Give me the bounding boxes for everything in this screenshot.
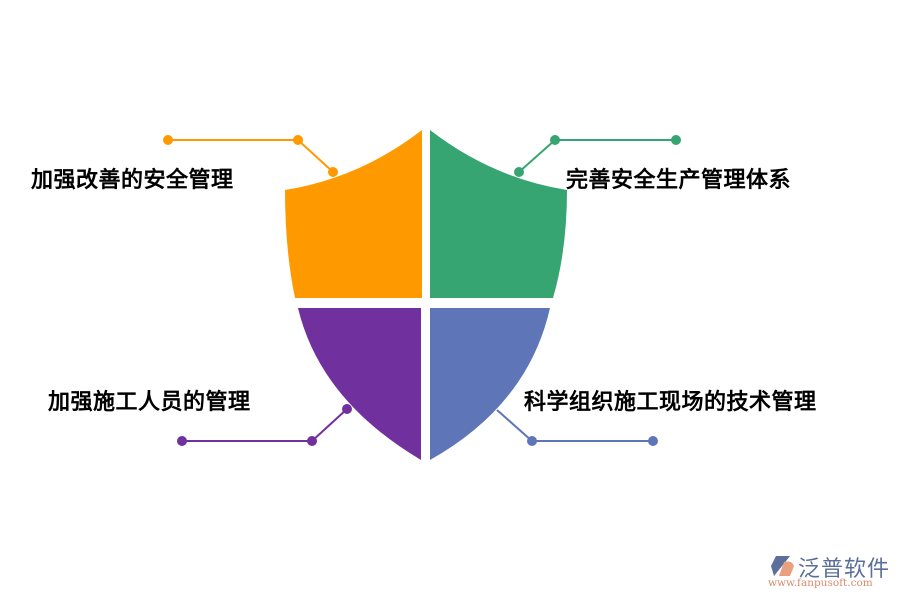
watermark-logo: 泛普软件 www.fanpusoft.com <box>768 552 893 592</box>
shield-quadrant-bottom-right <box>430 308 550 460</box>
watermark-url: www.fanpusoft.com <box>768 577 873 589</box>
fanpu-logo-icon <box>771 556 794 576</box>
shield-quadrant-bottom-left <box>298 308 421 460</box>
connector-bottom-left <box>177 404 352 446</box>
label-top-left: 加强改善的安全管理 <box>31 168 234 193</box>
label-bottom-right: 科学组织施工现场的技术管理 <box>524 390 817 415</box>
connector-bottom-right <box>496 409 658 446</box>
shield-quadrant-top-right <box>430 130 567 298</box>
watermark-name: 泛普软件 <box>798 557 891 582</box>
connector-top-left <box>163 135 338 177</box>
shield-quadrant-top-left <box>285 130 422 298</box>
label-bottom-left: 加强施工人员的管理 <box>48 390 251 415</box>
label-top-right: 完善安全生产管理体系 <box>566 168 792 193</box>
connector-top-right <box>514 135 681 177</box>
